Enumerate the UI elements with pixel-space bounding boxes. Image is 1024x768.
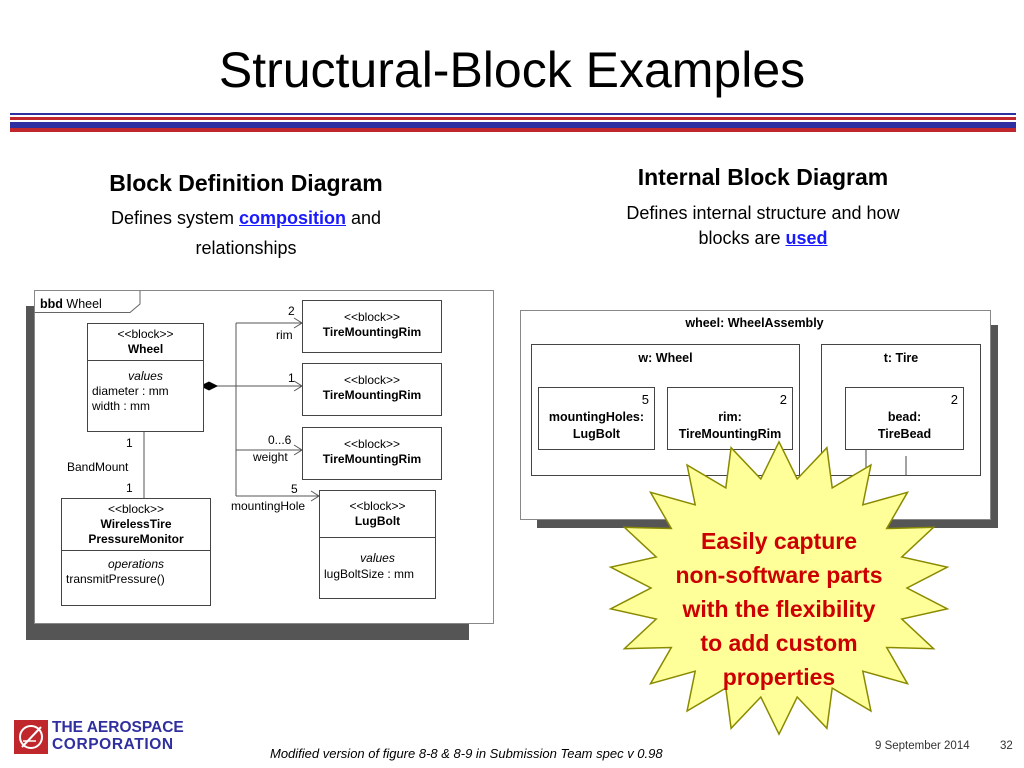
aerospace-logo (14, 720, 48, 754)
part-type: LugBolt (572, 427, 621, 441)
callout-starburst (608, 440, 950, 736)
assoc-mult-top: 1 (126, 436, 133, 450)
stereotype-label: <<block>> (117, 327, 174, 341)
logo-wordmark: THE AEROSPACE CORPORATION (52, 719, 184, 753)
part-role: rim (276, 328, 293, 342)
assoc-mult-bottom: 1 (126, 481, 133, 495)
part-role: mountingHoles: (548, 410, 645, 424)
slide-title: Structural-Block Examples (218, 42, 806, 98)
tiremountingrim-block: <<block>> TireMountingRim (302, 363, 442, 416)
bdd-subtitle: Defines system composition and relations… (40, 203, 452, 263)
operation-row: transmitPressure() (66, 572, 165, 586)
bdd-heading: Block Definition Diagram (109, 170, 383, 196)
block-name-line2: PressureMonitor (88, 532, 184, 546)
footer-note: Modified version of figure 8-8 & 8-9 in … (270, 746, 663, 761)
logo-line2: CORPORATION (52, 736, 174, 753)
values-compartment: values diameter : mm width : mm (88, 360, 203, 416)
stereotype-label: <<block>> (349, 499, 406, 513)
bead-part: 2 bead: TireBead (845, 387, 964, 450)
frame-keyword: bbd (40, 297, 63, 311)
compartment-label: operations (107, 557, 165, 571)
stereotype-label: <<block>> (343, 310, 401, 324)
block-name-line1: WirelessTire (100, 517, 172, 531)
block-name: TireMountingRim (322, 452, 422, 466)
frame-tab-shape (34, 290, 141, 313)
part-role: weight (253, 450, 288, 464)
assoc-name: BandMount (67, 460, 129, 474)
compartment-label: values (360, 551, 395, 565)
starburst-shape (608, 440, 950, 736)
rim-part: 2 rim: TireMountingRim (667, 387, 793, 450)
lugbolt-block: <<block>> LugBolt values lugBoltSize : m… (319, 490, 436, 599)
callout-line: non-software parts (675, 562, 883, 588)
monitor-block: <<block>> WirelessTire PressureMonitor o… (61, 498, 211, 606)
part-type: TireMountingRim (678, 427, 782, 441)
ibd-subtitle: Defines internal structure and how block… (560, 201, 966, 251)
part-name: w: Wheel (638, 351, 693, 365)
property-row: width : mm (92, 399, 151, 413)
part-mult: 1 (288, 371, 295, 385)
block-name: TireMountingRim (322, 325, 422, 339)
used-link[interactable]: used (785, 228, 828, 248)
callout-line: with the flexibility (682, 596, 876, 622)
part-mult: 5 (291, 482, 298, 496)
stereotype-label: <<block>> (343, 373, 401, 387)
values-compartment: values lugBoltSize : mm (320, 537, 435, 584)
part-mult: 5 (641, 392, 649, 407)
property-row: lugBoltSize : mm (324, 567, 415, 581)
monitor-block-header: <<block>> WirelessTire PressureMonitor (62, 499, 210, 550)
operations-compartment: operations transmitPressure() (62, 550, 210, 589)
part-mult: 2 (288, 304, 295, 318)
bdd-subtitle-line2: relationships (195, 238, 297, 258)
part-mult: 2 (950, 392, 958, 407)
ibd-frame-name: wheel: WheelAssembly (685, 316, 824, 330)
part-mult: 0...6 (268, 433, 292, 447)
bdd-subtitle-text-2: and (346, 208, 382, 228)
part-name: t: Tire (883, 351, 919, 365)
composition-link[interactable]: composition (239, 208, 346, 228)
compartment-label: values (128, 369, 163, 383)
stereotype-label: <<block>> (107, 502, 165, 516)
part-role: rim: (718, 410, 742, 424)
part-role: bead: (887, 410, 922, 424)
frame-name: Wheel (62, 297, 102, 311)
ibd-subtitle-text: blocks are (698, 228, 786, 248)
part-role: mountingHole (231, 499, 306, 513)
callout-line: Easily capture (701, 528, 857, 554)
block-name: TireMountingRim (322, 388, 422, 402)
part-mult: 2 (779, 392, 787, 407)
property-row: diameter : mm (92, 384, 169, 398)
callout-line: to add custom (700, 630, 858, 656)
block-name: LugBolt (354, 514, 401, 528)
tiremountingrim-block: <<block>> TireMountingRim (302, 427, 442, 480)
title-rule (10, 113, 1016, 133)
callout-text: Easily capture non-software parts with t… (654, 524, 904, 694)
logo-line1: THE AEROSPACE (52, 719, 184, 736)
tiremountingrim-block: <<block>> TireMountingRim (302, 300, 442, 353)
callout-line: properties (722, 664, 836, 690)
wheel-block-header: <<block>> Wheel (88, 324, 203, 360)
block-name: Wheel (127, 342, 164, 356)
footer-date: 9 September 2014 (875, 740, 970, 752)
part-type: TireBead (877, 427, 932, 441)
mountingholes-part: 5 mountingHoles: LugBolt (538, 387, 655, 450)
stereotype-label: <<block>> (343, 437, 401, 451)
ibd-subtitle-line1: Defines internal structure and how (626, 203, 900, 223)
ibd-heading: Internal Block Diagram (637, 164, 889, 190)
wheel-block: <<block>> Wheel values diameter : mm wid… (87, 323, 204, 432)
bdd-subtitle-text: Defines system (110, 208, 239, 228)
logo-emblem-icon (19, 725, 43, 749)
page-number: 32 (1000, 740, 1013, 752)
